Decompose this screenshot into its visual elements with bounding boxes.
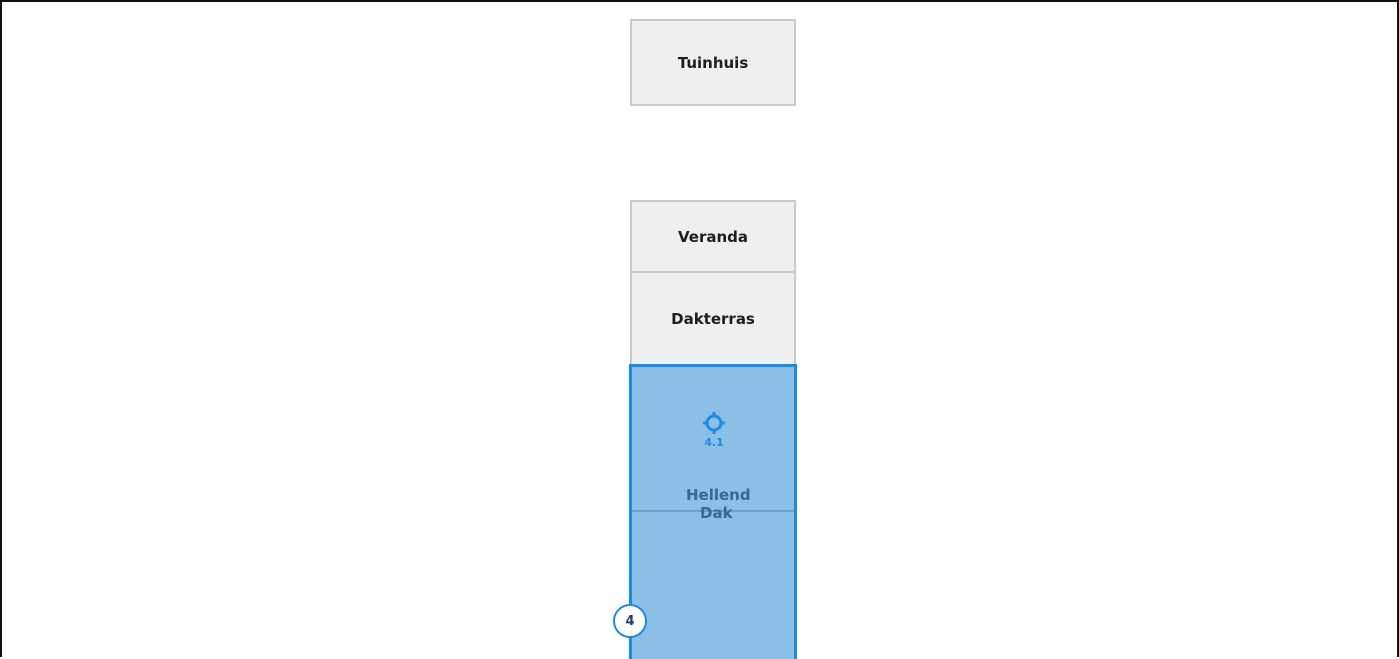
zone-hellend-dak-label: Hellend Dak xyxy=(686,484,776,524)
zone-divider xyxy=(632,510,794,512)
crosshair-target-icon[interactable] xyxy=(702,411,726,435)
marker-number: 4.1 xyxy=(704,436,724,449)
zone-label-line-2: Dak xyxy=(700,504,733,522)
zone-dakterras-label: Dakterras xyxy=(671,310,755,328)
zone-hellend-dak-selected[interactable]: 4.1 Hellend Dak xyxy=(629,364,797,659)
step-badge[interactable]: 4 xyxy=(613,604,647,638)
zone-label-line-1: Hellend xyxy=(686,486,751,504)
zone-dakterras[interactable]: Dakterras xyxy=(630,271,796,367)
zone-veranda-label: Veranda xyxy=(677,227,749,246)
zone-veranda[interactable]: Veranda xyxy=(630,200,796,273)
zone-tuinhuis[interactable]: Tuinhuis xyxy=(630,19,796,106)
zone-tuinhuis-label: Tuinhuis xyxy=(677,53,749,72)
